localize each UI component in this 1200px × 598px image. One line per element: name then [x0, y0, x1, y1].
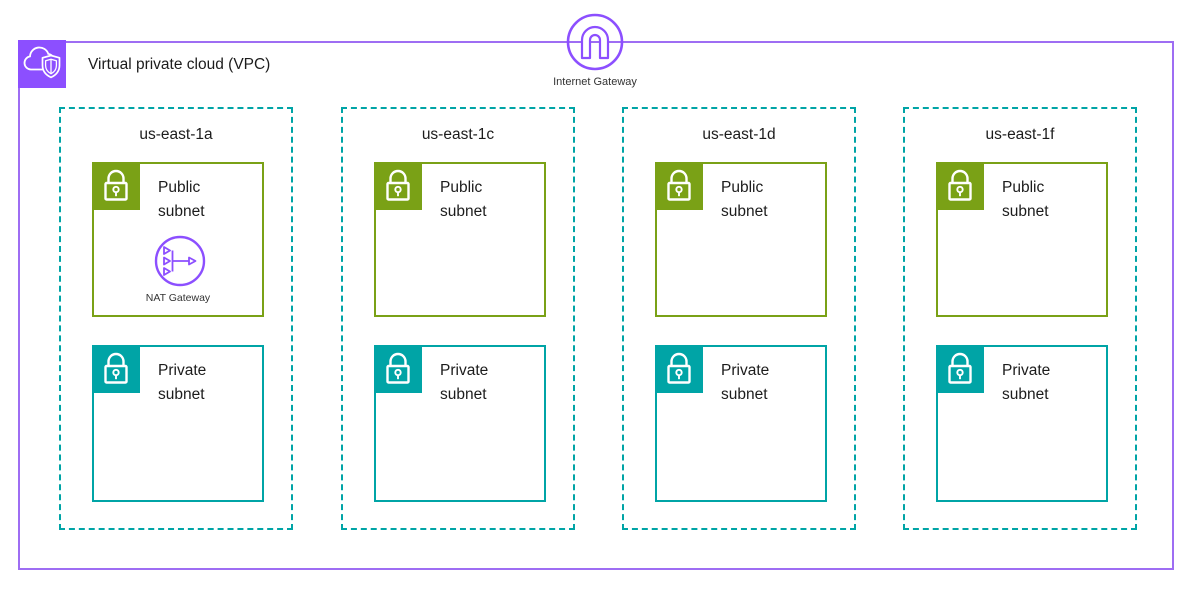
- private-subnet-label: Private subnet: [158, 362, 207, 403]
- private-subnet-lock-icon: [655, 345, 703, 393]
- public-subnet-label: Public subnet: [1002, 179, 1049, 220]
- public-subnet-label: Public subnet: [721, 179, 768, 220]
- az-title: us-east-1f: [985, 126, 1055, 143]
- vpc-cloud-shield-icon: [18, 40, 66, 88]
- availability-zone-us-east-1c: us-east-1c Public subnet Private subnet: [341, 107, 575, 530]
- public-subnet-box: Public subnet: [374, 162, 546, 317]
- az-title: us-east-1a: [139, 126, 213, 143]
- public-subnet-box: Public subnet NAT Gateway: [92, 162, 264, 317]
- private-subnet-label: Private subnet: [1002, 362, 1051, 403]
- vpc-title: Virtual private cloud (VPC): [88, 56, 271, 73]
- az-title: us-east-1d: [702, 126, 776, 143]
- private-subnet-box: Private subnet: [92, 345, 264, 502]
- vpc-container: [18, 41, 1174, 570]
- public-subnet-label: Public subnet: [440, 179, 487, 220]
- private-subnet-lock-icon: [374, 345, 422, 393]
- internet-gateway-icon: [563, 10, 627, 74]
- private-subnet-label: Private subnet: [721, 362, 770, 403]
- availability-zone-us-east-1a: us-east-1a Public subnet NAT Gateway Pri…: [59, 107, 293, 530]
- public-subnet-lock-icon: [374, 162, 422, 210]
- private-subnet-label: Private subnet: [440, 362, 489, 403]
- nat-gateway-icon: [153, 234, 207, 288]
- availability-zone-us-east-1f: us-east-1f Public subnet Private subnet: [903, 107, 1137, 530]
- internet-gateway-label: Internet Gateway: [553, 76, 637, 88]
- private-subnet-lock-icon: [936, 345, 984, 393]
- private-subnet-box: Private subnet: [655, 345, 827, 502]
- az-title: us-east-1c: [421, 126, 495, 143]
- private-subnet-box: Private subnet: [374, 345, 546, 502]
- public-subnet-lock-icon: [655, 162, 703, 210]
- nat-gateway-label: NAT Gateway: [145, 292, 211, 304]
- private-subnet-lock-icon: [92, 345, 140, 393]
- public-subnet-box: Public subnet: [655, 162, 827, 317]
- private-subnet-box: Private subnet: [936, 345, 1108, 502]
- public-subnet-box: Public subnet: [936, 162, 1108, 317]
- public-subnet-lock-icon: [92, 162, 140, 210]
- public-subnet-lock-icon: [936, 162, 984, 210]
- availability-zone-us-east-1d: us-east-1d Public subnet Private subnet: [622, 107, 856, 530]
- public-subnet-label: Public subnet: [158, 179, 205, 220]
